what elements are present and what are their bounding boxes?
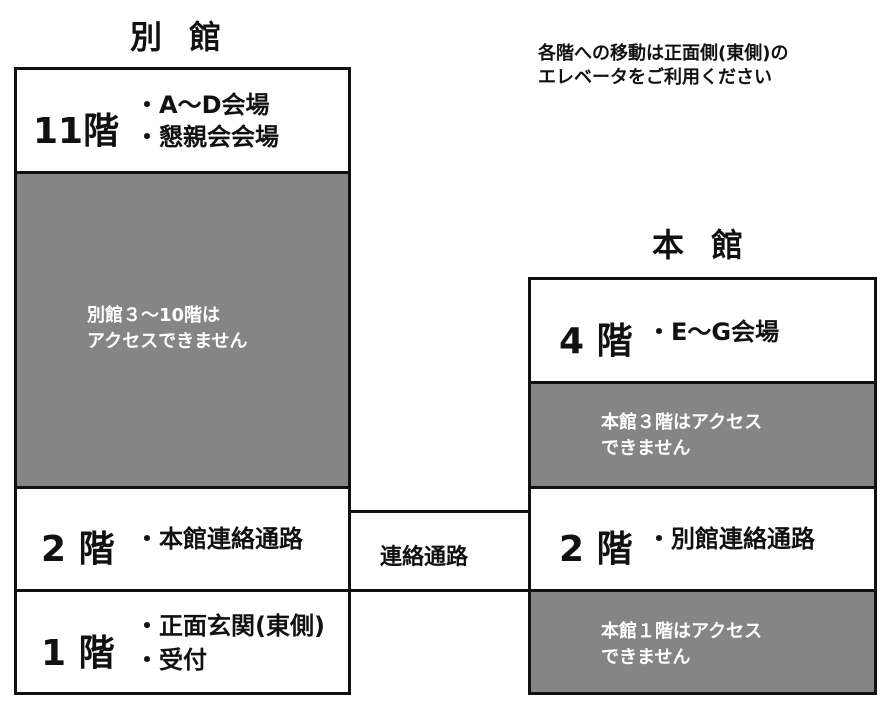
annex-closed-line-1: 別館３～10階は [87,305,221,326]
main-floor-3-closed: 本館３階はアクセス できません [528,381,877,489]
main-floor-4-label: 4 階 [559,321,633,362]
notice-line-1: 各階への移動は正面側(東側)の [538,43,789,64]
main-floor-4-item-1: ・E～G会場 [647,318,780,346]
annex-floor-1: 1 階 ・正面玄関(東側) ・受付 [14,589,351,695]
main-floor-2: 2 階 ・別館連絡通路 [528,486,877,592]
annex-closed-floors: 別館３～10階は アクセスできません [14,171,351,489]
annex-floor-1-label: 1 階 [41,633,115,674]
annex-floor-11-item-1: ・A～D会場 [135,91,270,119]
main-floor-1-line-1: 本館１階はアクセス [601,621,763,642]
connecting-corridor: 連絡通路 [348,510,531,592]
annex-floor-11-label: 11階 [33,111,120,152]
annex-floor-2-item-1: ・本館連絡通路 [135,525,303,553]
annex-floor-1-item-2: ・受付 [135,646,207,674]
notice-line-2: エレベータをご利用ください [538,67,772,88]
main-floor-1-closed: 本館１階はアクセス できません [528,589,877,695]
annex-floor-1-item-1: ・正面玄関(東側) [135,612,325,640]
main-floor-3-line-2: できません [601,438,691,459]
annex-title: 別 館 [130,18,230,56]
main-floor-2-item-1: ・別館連絡通路 [647,525,815,553]
annex-floor-11: 11階 ・A～D会場 ・懇親会会場 [14,67,351,174]
annex-floor-11-item-2: ・懇親会会場 [135,123,279,151]
main-floor-3-line-1: 本館３階はアクセス [601,412,763,433]
annex-closed-line-2: アクセスできません [87,331,248,352]
main-floor-2-label: 2 階 [559,529,633,570]
main-floor-4: 4 階 ・E～G会場 [528,277,877,384]
elevator-notice: 各階への移動は正面側(東側)の エレベータをご利用ください [538,42,788,90]
main-title: 本 館 [652,226,752,264]
annex-floor-2: 2 階 ・本館連絡通路 [14,486,351,592]
annex-floor-2-label: 2 階 [41,529,115,570]
main-floor-1-line-2: できません [601,647,691,668]
connecting-corridor-label: 連絡通路 [380,545,469,570]
